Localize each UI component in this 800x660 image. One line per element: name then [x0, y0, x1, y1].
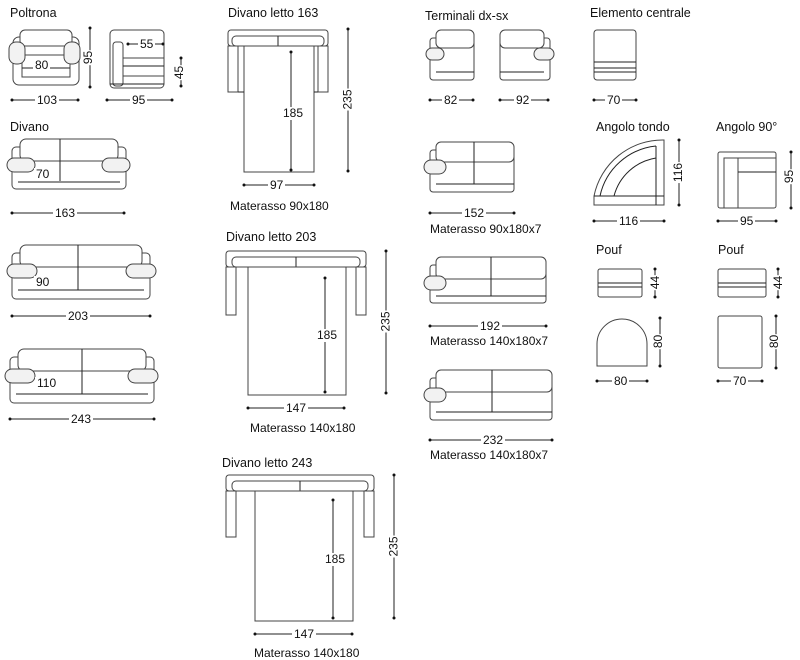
- divano-letto-203-bed-width: 147: [284, 401, 309, 415]
- poltrona-seat-dim: 80: [33, 58, 51, 72]
- sofa-bed-203-drawing: [225, 250, 367, 396]
- armchair-front-drawing: [8, 29, 81, 86]
- pouf-square-depth: 80: [767, 333, 782, 350]
- divano-letto-163-bed-width: 97: [268, 178, 286, 192]
- divano-large-width-dim: 243: [69, 412, 94, 426]
- pouf-square-title: Pouf: [718, 243, 744, 257]
- divano-letto-243-total-length: 235: [386, 535, 401, 558]
- divano-letto-163-mattress: Materasso 90x180: [230, 199, 329, 213]
- pouf-round-side-drawing: [597, 268, 643, 298]
- divano-small-seat-dim: 70: [34, 167, 52, 181]
- poltrona-seat-depth-dim: 55: [138, 37, 156, 51]
- angolo-90-depth: 95: [782, 168, 797, 185]
- pouf-square-top-drawing: [717, 315, 763, 369]
- poltrona-seat-height-dim: 45: [172, 64, 187, 81]
- pouf-round-width: 80: [612, 374, 630, 388]
- divano-letto-243-bed-width: 147: [292, 627, 317, 641]
- pouf-square-height: 44: [771, 274, 786, 291]
- sofa-243-drawing: [4, 348, 159, 404]
- divano-letto-163-total-length: 235: [340, 88, 355, 111]
- divano-letto-203-total-length: 235: [378, 310, 393, 333]
- terminal-right-drawing: [499, 29, 555, 81]
- sofa-163-drawing: [6, 138, 131, 190]
- terminal-sofa-232-drawing: [423, 369, 553, 421]
- sofa-203-drawing: [6, 244, 157, 300]
- divano-letto-243-title: Divano letto 243: [222, 456, 313, 470]
- divano-medium-seat-dim: 90: [34, 275, 52, 289]
- terminali-192-width: 192: [478, 319, 503, 333]
- divano-large-seat-dim: 110: [35, 376, 59, 390]
- divano-letto-163-title: Divano letto 163: [228, 6, 319, 20]
- pouf-round-height: 44: [648, 274, 663, 291]
- divano-letto-163-bed-length: 185: [281, 106, 306, 120]
- pouf-round-depth: 80: [651, 333, 666, 350]
- divano-letto-243-bed-length: 185: [323, 552, 348, 566]
- terminal-sofa-192-drawing: [423, 256, 547, 304]
- angolo-tondo-depth: 116: [671, 161, 686, 184]
- terminal-sofa-152-drawing: [423, 141, 515, 193]
- terminal-left-drawing: [425, 29, 475, 81]
- angolo-90-title: Angolo 90°: [716, 120, 778, 134]
- poltrona-title: Poltrona: [10, 6, 57, 20]
- central-element-drawing: [593, 29, 637, 81]
- terminali-232-mattress: Materasso 140x180x7: [430, 448, 549, 462]
- terminali-152-mattress: Materasso 90x180x7: [430, 222, 542, 236]
- terminali-192-mattress: Materasso 140x180x7: [430, 334, 549, 348]
- sofa-bed-243-drawing: [225, 474, 375, 622]
- elemento-centrale-title: Elemento centrale: [590, 6, 691, 20]
- angolo-tondo-width: 116: [617, 214, 641, 228]
- poltrona-width-dim: 103: [35, 93, 60, 107]
- poltrona-depth-dim: 95: [81, 49, 96, 66]
- angolo-90-width: 95: [738, 214, 756, 228]
- terminali-left-dim: 82: [442, 93, 460, 107]
- divano-title: Divano: [10, 120, 49, 134]
- terminali-232-width: 232: [481, 433, 506, 447]
- divano-small-width-dim: 163: [53, 206, 78, 220]
- divano-letto-203-title: Divano letto 203: [226, 230, 317, 244]
- divano-letto-203-bed-length: 185: [315, 328, 340, 342]
- elemento-centrale-width: 70: [605, 93, 623, 107]
- divano-letto-243-mattress: Materasso 140x180: [254, 646, 360, 660]
- pouf-round-title: Pouf: [596, 243, 622, 257]
- round-corner-drawing: [593, 139, 665, 206]
- pouf-square-side-drawing: [717, 268, 767, 298]
- poltrona-height-dim: 95: [130, 93, 148, 107]
- terminali-title: Terminali dx-sx: [425, 9, 509, 23]
- terminali-152-width: 152: [462, 206, 487, 220]
- corner-90-drawing: [717, 151, 777, 209]
- divano-letto-203-mattress: Materasso 140x180: [250, 421, 356, 435]
- sofa-bed-163-drawing: [227, 29, 329, 173]
- armchair-side-drawing: [109, 29, 165, 89]
- pouf-square-width: 70: [731, 374, 749, 388]
- terminali-right-dim: 92: [514, 93, 532, 107]
- pouf-round-top-drawing: [596, 318, 648, 367]
- angolo-tondo-title: Angolo tondo: [596, 120, 670, 134]
- divano-medium-width-dim: 203: [66, 309, 91, 323]
